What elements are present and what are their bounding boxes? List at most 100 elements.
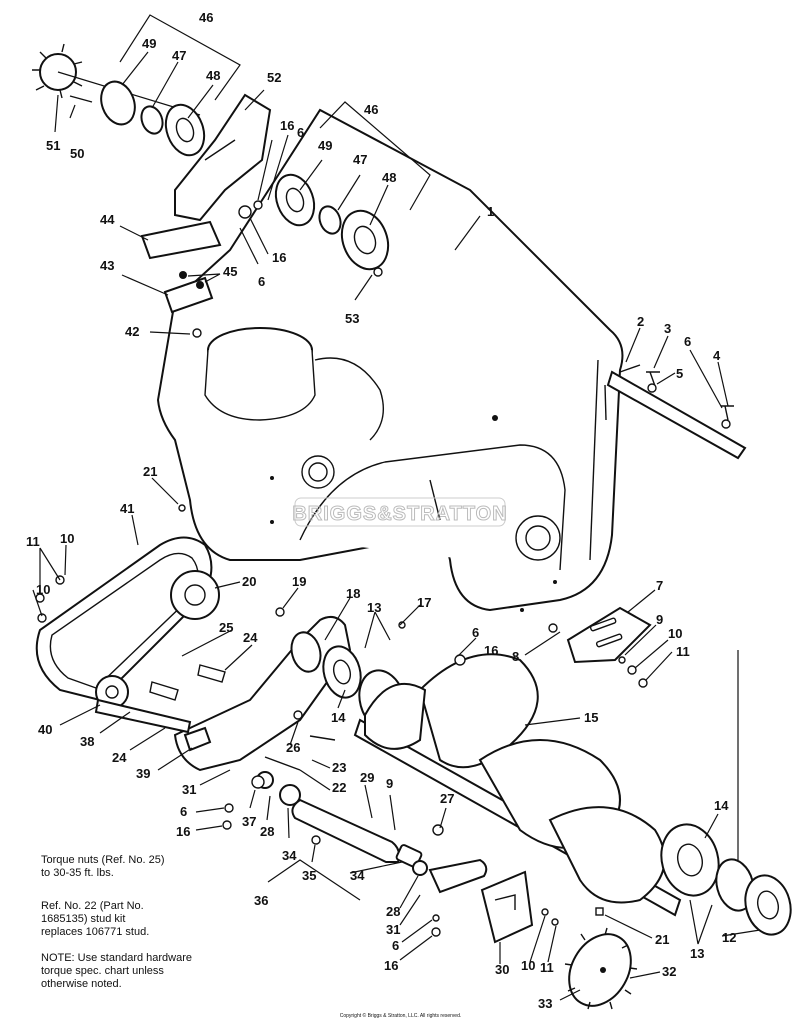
callout-16: 16 [280, 118, 294, 133]
callout-11: 11 [540, 960, 554, 975]
callout-30: 30 [495, 962, 509, 977]
callout-16: 16 [384, 958, 398, 973]
callout-21: 21 [655, 932, 669, 947]
copyright-text: Copyright © Briggs & Stratton, LLC. All … [339, 1013, 462, 1019]
lower-plate [480, 870, 534, 944]
callout-13: 13 [367, 600, 381, 615]
callout-51: 51 [46, 138, 60, 153]
callout-17: 17 [417, 595, 431, 610]
callout-19: 19 [292, 574, 306, 589]
callout-6: 6 [297, 125, 304, 140]
callout-10: 10 [668, 626, 682, 641]
stud-kit-note: Ref. No. 22 (Part No. 1685135) stud kit … [41, 900, 150, 938]
side-bracket-plate [566, 606, 652, 664]
callout-9: 9 [656, 612, 663, 627]
callout-6: 6 [684, 334, 691, 349]
callout-39: 39 [136, 766, 150, 781]
scraper-bar [606, 364, 747, 460]
callout-43: 43 [100, 258, 114, 273]
callout-35: 35 [302, 868, 316, 883]
callout-10: 10 [36, 582, 50, 597]
callout-24: 24 [112, 750, 127, 765]
callout-24: 24 [243, 630, 258, 645]
callout-14: 14 [714, 798, 729, 813]
callout-6: 6 [472, 625, 479, 640]
callout-2: 2 [637, 314, 644, 329]
callout-46: 46 [364, 102, 378, 117]
callout-27: 27 [440, 791, 454, 806]
callout-11: 11 [676, 644, 690, 659]
callout-48: 48 [206, 68, 220, 83]
callout-16: 16 [484, 643, 498, 658]
callout-1: 1 [487, 204, 494, 219]
callout-33: 33 [538, 996, 552, 1011]
callout-12: 12 [722, 930, 736, 945]
top-bracket-assembly [140, 93, 272, 314]
callout-6: 6 [258, 274, 265, 289]
callout-41: 41 [120, 501, 134, 516]
callout-22: 22 [332, 780, 346, 795]
callout-28: 28 [386, 904, 400, 919]
torque-note: Torque nuts (Ref. No. 25) to 30-35 ft. l… [41, 854, 165, 879]
scraper-bolts [646, 371, 734, 429]
brand-watermark: BRIGGS&STRATTON [292, 497, 507, 527]
callout-44: 44 [100, 212, 115, 227]
right-bearing-group [274, 173, 390, 271]
callout-36: 36 [254, 893, 268, 908]
callout-53: 53 [345, 311, 359, 326]
leader-lines [32, 14, 761, 1001]
callout-26: 26 [286, 740, 300, 755]
callout-31: 31 [182, 782, 196, 797]
callout-47: 47 [353, 152, 367, 167]
callout-48: 48 [382, 170, 396, 185]
callout-14: 14 [331, 710, 346, 725]
callout-10: 10 [521, 958, 535, 973]
callout-34: 34 [350, 868, 365, 883]
callout-29: 29 [360, 770, 374, 785]
callout-16: 16 [176, 824, 190, 839]
callout-13: 13 [690, 946, 704, 961]
auger-housing [156, 108, 624, 612]
callout-34: 34 [282, 848, 297, 863]
callout-42: 42 [125, 324, 139, 339]
callout-28: 28 [260, 824, 274, 839]
callout-10: 10 [60, 531, 74, 546]
callout-23: 23 [332, 760, 346, 775]
callout-7: 7 [656, 578, 663, 593]
callout-25: 25 [219, 620, 233, 635]
callout-52: 52 [267, 70, 281, 85]
callout-8: 8 [512, 649, 519, 664]
callout-50: 50 [70, 146, 84, 161]
callout-38: 38 [80, 734, 94, 749]
callout-32: 32 [662, 964, 676, 979]
callout-18: 18 [346, 586, 360, 601]
callout-49: 49 [142, 36, 156, 51]
callout-20: 20 [242, 574, 256, 589]
drive-belt-assembly [35, 536, 220, 709]
callout-45: 45 [223, 264, 237, 279]
callout-6: 6 [392, 938, 399, 953]
callout-46: 46 [199, 10, 213, 25]
callout-9: 9 [386, 776, 393, 791]
misc-hardware [35, 267, 648, 937]
right-end-bearings [660, 650, 792, 936]
watermark-text: BRIGGS&STRATTON [292, 503, 507, 525]
callout-47: 47 [172, 48, 186, 63]
callout-31: 31 [386, 922, 400, 937]
callout-4: 4 [713, 348, 721, 363]
callout-15: 15 [584, 710, 598, 725]
callout-labels: 46 49 47 48 52 51 50 16 6 46 49 47 48 1 … [26, 10, 736, 1011]
callout-5: 5 [676, 366, 683, 381]
callout-40: 40 [38, 722, 52, 737]
shaft-and-tube [94, 698, 488, 894]
callout-11: 11 [26, 534, 40, 549]
callout-3: 3 [664, 321, 671, 336]
hardware-note: NOTE: Use standard hardware torque spec.… [41, 952, 193, 990]
callout-6: 6 [180, 804, 187, 819]
callout-49: 49 [318, 138, 332, 153]
top-bearing-group [32, 43, 206, 157]
callout-21: 21 [143, 464, 157, 479]
auger-spiral [353, 653, 682, 917]
lower-frame-plate [173, 615, 352, 772]
